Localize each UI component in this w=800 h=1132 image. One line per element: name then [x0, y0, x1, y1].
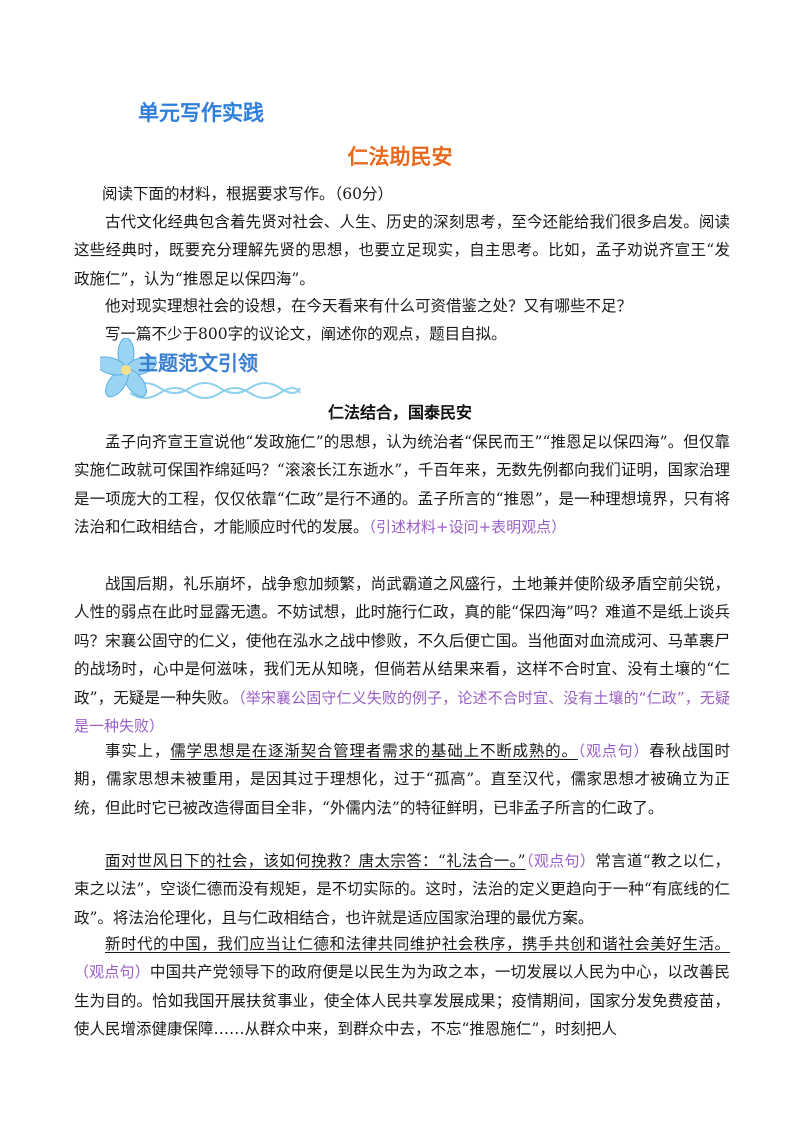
annotation-note: （观点句）	[525, 852, 596, 870]
wave-decoration	[129, 382, 301, 399]
topic-title-text: 仁法助民安	[347, 145, 453, 169]
material-paragraph-2: 他对现实理想社会的设想，在今天看来有什么可资借鉴之处？又有哪些不足？	[105, 297, 633, 315]
flower-icon	[100, 338, 157, 398]
topic-title: 仁法助民安	[0, 141, 800, 171]
annotation-note: （引述材料+设问+表明观点）	[368, 518, 567, 537]
paragraph-text: 中国共产党领导下的政府便是以民生为为政之本，一切发展以人民为中心，以改善民生为目…	[74, 963, 730, 1039]
essay-title: 仁法结合，国泰民安	[327, 403, 472, 422]
paragraph-text: 战国后期，礼乐崩坏，战争愈加频繁，尚武霸道之风盛行，土地兼并使阶级矛盾空前尖锐，…	[74, 575, 730, 707]
viewpoint-sentence: 儒学思想是在逐渐契合管理者需求的基础上不断成熟的。	[170, 742, 578, 760]
paragraph-text: 常言道“教之以仁，束之以法”，空谈仁德而没有规矩，是不切实际的。这时，法治的定义…	[74, 852, 730, 927]
section-label: 主题范文引领	[138, 351, 258, 375]
essay-paragraph-4: 面对世风日下的社会，该如何挽救？唐太宗答：“礼法合一。”（观点句）常言道“教之以…	[74, 847, 730, 932]
viewpoint-sentence: 新时代的中国，我们应当让仁德和法律共同维护社会秩序，携手共创和谐社会美好生活。	[105, 935, 730, 953]
paragraph-text: 孟子向齐宣王宣说他“发政施仁”的思想，认为统治者“保民而王”“推恩足以保四海”。…	[74, 433, 730, 537]
material-paragraph-3: 写一篇不少于800字的议论文，阐述你的观点，题目自拟。	[105, 325, 507, 343]
annotation-note: （观点句）	[74, 963, 150, 982]
paragraph-lead: 事实上，	[105, 742, 171, 760]
instruction: 阅读下面的材料，根据要求写作。（60分）	[102, 185, 393, 203]
annotation-note: （举宋襄公固守仁义失败的例子，论述不合时宜、没有土壤的“仁政”，无疑是一种失败）	[74, 688, 730, 736]
viewpoint-sentence: 面对世风日下的社会，该如何挽救？唐太宗答：“礼法合一。”	[105, 852, 526, 870]
essay-paragraph-3: 事实上，儒学思想是在逐渐契合管理者需求的基础上不断成熟的。（观点句）春秋战国时期…	[74, 737, 730, 822]
section-banner	[100, 338, 301, 399]
material-paragraph-1: 古代文化经典包含着先贤对社会、人生、历史的深刻思考，至今还能给我们很多启发。阅读…	[74, 213, 730, 288]
essay-paragraph-5: 新时代的中国，我们应当让仁德和法律共同维护社会秩序，携手共创和谐社会美好生活。 （…	[74, 930, 730, 1044]
annotation-note: （观点句）	[577, 742, 650, 760]
unit-title: 单元写作实践	[138, 101, 264, 125]
essay-paragraph-1: 孟子向齐宣王宣说他“发政施仁”的思想，认为统治者“保民而王”“推恩足以保四海”。…	[74, 428, 730, 542]
paragraph-text: 春秋战国时期，儒家思想未被重用，是因其过于理想化，过于“孤高”。直至汉代，儒家思…	[74, 742, 730, 817]
essay-paragraph-2: 战国后期，礼乐崩坏，战争愈加频繁，尚武霸道之风盛行，土地兼并使阶级矛盾空前尖锐，…	[74, 570, 730, 740]
